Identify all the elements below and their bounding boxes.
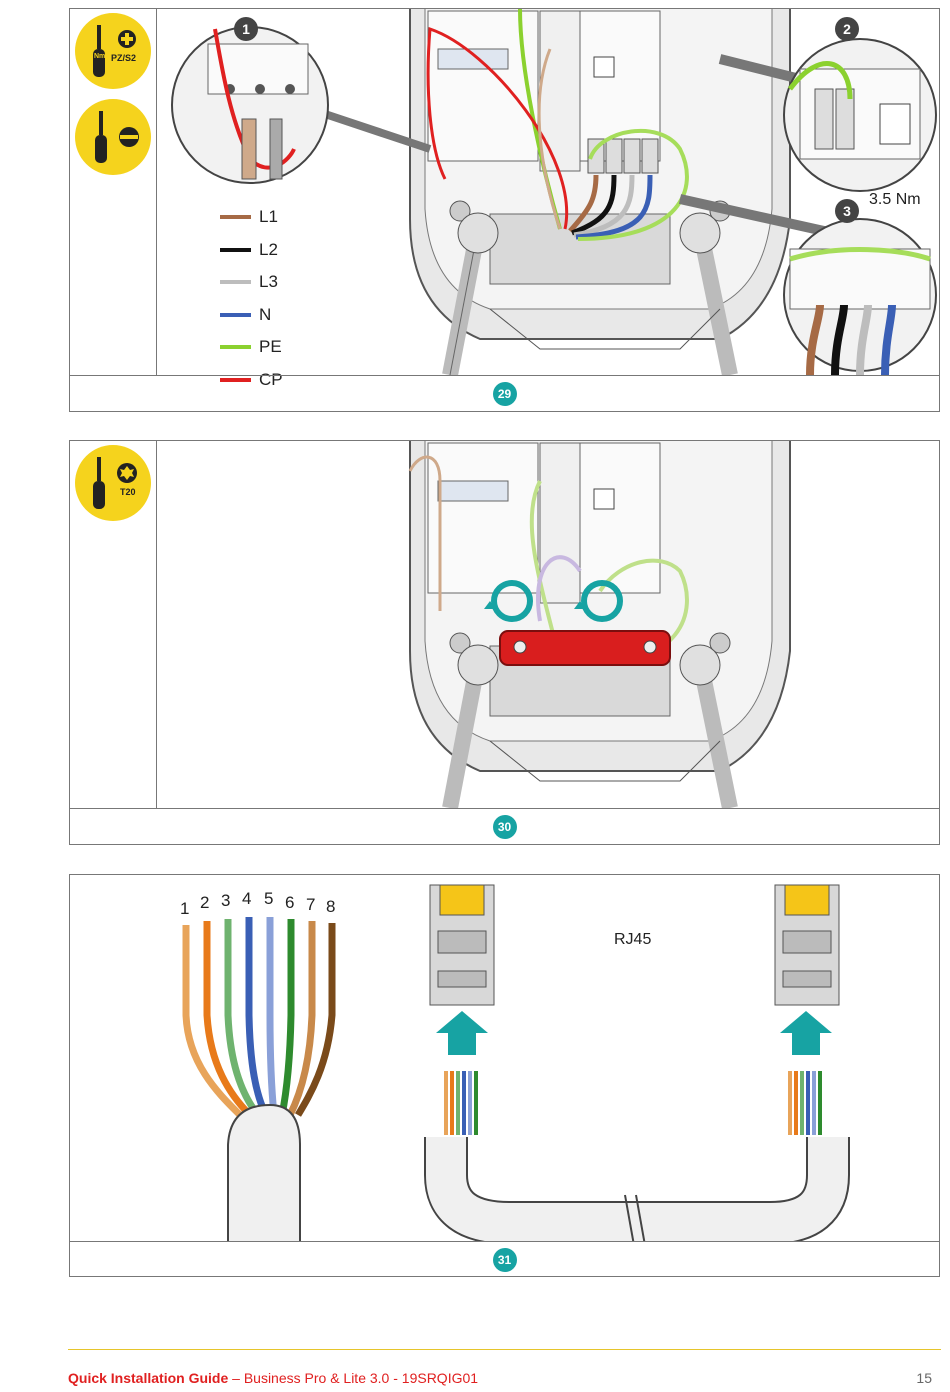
step-footer: 29 xyxy=(70,375,939,412)
legend-item: L1 xyxy=(220,201,283,234)
pin-number: 8 xyxy=(326,897,336,916)
legend-item: L3 xyxy=(220,266,283,299)
legend-label: CP xyxy=(259,369,283,389)
pin-number: 4 xyxy=(242,889,252,908)
wire-legend: L1 L2 L3 N PE CP xyxy=(220,201,283,396)
legend-label: N xyxy=(259,304,272,324)
step-number: 31 xyxy=(492,1248,517,1272)
pin-number: 3 xyxy=(221,891,231,910)
step-31-panel: 1 2 3 4 5 6 7 8 RJ45 xyxy=(69,874,940,1277)
step-number: 29 xyxy=(492,382,517,406)
legend-item: N xyxy=(220,299,283,332)
pin-number: 7 xyxy=(306,895,316,914)
page-number: 15 xyxy=(916,1370,932,1386)
tool-column: T20 xyxy=(70,441,157,808)
legend-item: CP xyxy=(220,364,283,397)
legend-label: L3 xyxy=(259,272,278,292)
legend-item: L2 xyxy=(220,234,283,267)
pin-number: 2 xyxy=(200,893,210,912)
rj45-plug-right xyxy=(774,884,840,1006)
callout-2: 2 xyxy=(835,17,859,41)
torque-screwdriver-icon: PZ/S2 Nm xyxy=(75,13,151,89)
legend-item: PE xyxy=(220,331,283,364)
pin-number: 6 xyxy=(285,893,295,912)
tool-sublabel: Nm xyxy=(94,53,106,60)
tool-label: PZ/S2 xyxy=(111,53,137,63)
pin-number: 5 xyxy=(264,889,274,908)
rj45-plug-left xyxy=(429,884,495,1006)
step-30-panel: T20 30 xyxy=(69,440,940,845)
footer-subtitle: – Business Pro & Lite 3.0 - 19SRQIG01 xyxy=(228,1370,479,1386)
connector-label: RJ45 xyxy=(614,931,652,948)
footer-title: Quick Installation Guide xyxy=(68,1370,229,1386)
legend-label: L2 xyxy=(259,239,278,259)
step-footer: 30 xyxy=(70,808,939,845)
tool-column: PZ/S2 Nm xyxy=(70,9,157,375)
legend-label: L1 xyxy=(259,207,278,227)
pin-number: 1 xyxy=(180,899,190,918)
footer-divider xyxy=(68,1349,941,1350)
legend-label: PE xyxy=(259,337,282,357)
flat-screwdriver-icon xyxy=(75,99,151,175)
step-29-panel: PZ/S2 Nm xyxy=(69,8,940,412)
callout-3: 3 xyxy=(835,199,859,223)
page-footer: Quick Installation Guide – Business Pro … xyxy=(68,1370,478,1386)
strain-relief-drawing xyxy=(408,441,791,808)
step-number: 30 xyxy=(492,815,517,839)
wiring-drawing xyxy=(171,9,937,375)
callout-1: 1 xyxy=(234,17,258,41)
step-footer: 31 xyxy=(70,1241,939,1278)
torx-screwdriver-icon: T20 xyxy=(75,445,151,521)
torque-value: 3.5 Nm xyxy=(869,191,921,208)
rj45-drawing xyxy=(182,884,850,1241)
tool-label: T20 xyxy=(120,487,136,497)
